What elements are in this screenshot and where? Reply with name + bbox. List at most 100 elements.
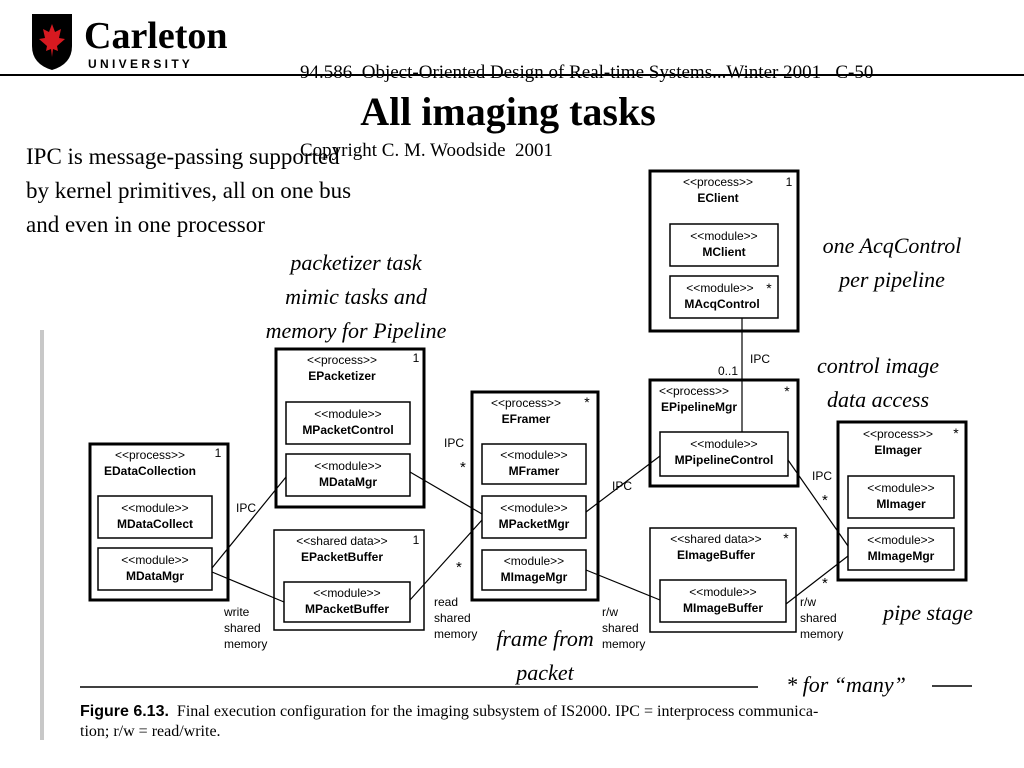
epacketbuffer-mult: 1 bbox=[413, 533, 420, 547]
frame-annotation: frame from packet bbox=[470, 622, 620, 690]
mpacketmgr-box bbox=[481, 495, 587, 539]
eframer-name: EFramer bbox=[502, 412, 551, 426]
mdatacollect-stereo: <<module>> bbox=[121, 501, 188, 515]
mimager-box bbox=[847, 475, 955, 519]
course-line: 94.586 Object-Oriented Design of Real-ti… bbox=[300, 62, 874, 83]
mdatamgr2-name: MDataMgr bbox=[319, 475, 377, 489]
mdatamgr1-name: MDataMgr bbox=[126, 569, 184, 583]
copyright-line: Copyright C. M. Woodside 2001 bbox=[300, 140, 554, 161]
rw-memory-label-1: memory bbox=[602, 637, 645, 651]
rw-label-2: r/w bbox=[800, 595, 816, 609]
mimagemgr1-name: MImageMgr bbox=[501, 570, 568, 584]
mdatacollect-box bbox=[97, 495, 213, 539]
epipelinemgr-name: EPipelineMgr bbox=[661, 400, 737, 414]
mdatacollect-name: MDataCollect bbox=[117, 517, 193, 531]
intro-line-3: and even in one processor bbox=[26, 212, 265, 237]
eimager-stereo: <<process>> bbox=[863, 427, 933, 441]
epacketbuffer-box bbox=[273, 529, 425, 631]
control-annotation-line-2: data access bbox=[826, 387, 930, 412]
slide-title: All imaging tasks bbox=[360, 89, 656, 134]
link-mdatamgr-mdatamgr bbox=[211, 476, 287, 569]
mpacketcontrol-stereo: <<module>> bbox=[314, 407, 381, 421]
edatacollection-box bbox=[88, 442, 230, 602]
eimager-box bbox=[836, 420, 968, 582]
mimager-stereo: <<module>> bbox=[867, 481, 934, 495]
mimagemgr2-stereo: <<module>> bbox=[867, 533, 934, 547]
acqcontrol-annotation-line-2: per pipeline bbox=[839, 267, 945, 292]
mimagebuffer-stereo: <<module>> bbox=[689, 585, 756, 599]
eclient-stereo: <<process>> bbox=[683, 175, 753, 189]
control-annotation-line-1: control image bbox=[817, 353, 939, 378]
mpacketmgr-name: MPacketMgr bbox=[499, 517, 570, 531]
macqcontrol-box bbox=[669, 275, 779, 319]
mdatamgr1-stereo: <<module>> bbox=[121, 553, 188, 567]
packetizer-annotation-line-2: mimic tasks and bbox=[285, 284, 427, 309]
figure-caption-line-1: Figure 6.13. Final execution configurati… bbox=[80, 702, 980, 722]
figure-caption: Figure 6.13. Final execution configurati… bbox=[80, 702, 980, 742]
eframer-mult: * bbox=[584, 394, 590, 410]
link-mpacketbuffer-mpacketmgr bbox=[409, 519, 483, 601]
epacketbuffer-stereo: <<shared data>> bbox=[296, 534, 387, 548]
eimagebuffer-box bbox=[649, 527, 797, 633]
mframer-stereo: <<module>> bbox=[500, 448, 567, 462]
mimagebuffer-name: MImageBuffer bbox=[683, 601, 763, 615]
mframer-box bbox=[481, 443, 587, 485]
eimagebuffer-mult: * bbox=[783, 530, 789, 546]
rw-shared-label-2: shared bbox=[800, 611, 837, 625]
edatacollection-mult: 1 bbox=[215, 446, 222, 460]
mimagemgr2-name: MImageMgr bbox=[868, 549, 935, 563]
mimagemgr-box-2 bbox=[847, 527, 955, 571]
mclient-box bbox=[669, 223, 779, 267]
link-mpacketmgr-mpipelinecontrol bbox=[585, 455, 661, 513]
mpacketbuffer-stereo: <<module>> bbox=[313, 586, 380, 600]
slide-header: 94.586 Object-Oriented Design of Real-ti… bbox=[300, 8, 873, 190]
mdatamgr-box-1 bbox=[97, 547, 213, 591]
eclient-name: EClient bbox=[697, 191, 738, 205]
eimager-name: EImager bbox=[874, 443, 922, 457]
edatacollection-name: EDataCollection bbox=[104, 464, 196, 478]
read-memory-label: memory bbox=[434, 627, 477, 641]
mimager-name: MImager bbox=[876, 497, 926, 511]
eclient-mult: 1 bbox=[786, 175, 793, 189]
figure-caption-line-2: tion; r/w = read/write. bbox=[80, 723, 221, 740]
star-label-2: * bbox=[456, 559, 462, 576]
pipe-stage-annotation: pipe stage bbox=[883, 600, 973, 625]
rw-label-1: r/w bbox=[602, 605, 618, 619]
epacketizer-stereo: <<process>> bbox=[307, 353, 377, 367]
mpacketcontrol-box bbox=[285, 401, 411, 445]
write-shared-label: shared bbox=[224, 621, 261, 635]
epipelinemgr-mult: * bbox=[784, 383, 790, 399]
zero-one-label: 0..1 bbox=[718, 364, 738, 378]
mpipelinecontrol-name: MPipelineControl bbox=[675, 453, 774, 467]
eimager-mult: * bbox=[953, 425, 959, 441]
eframer-box bbox=[470, 390, 600, 602]
acqcontrol-annotation: one AcqControl per pipeline bbox=[800, 229, 984, 297]
maple-leaf-icon bbox=[39, 24, 65, 57]
epacketizer-box bbox=[274, 347, 426, 509]
header-divider bbox=[0, 74, 1024, 76]
mdatamgr-box-2 bbox=[285, 453, 411, 497]
intro-line-2: by kernel primitives, all on one bus bbox=[26, 178, 352, 203]
mpipelinecontrol-box bbox=[659, 431, 789, 477]
ipc-label-1: IPC bbox=[236, 501, 256, 515]
intro-line-1: IPC is message-passing supported bbox=[26, 144, 340, 169]
eframer-stereo: <<process>> bbox=[491, 396, 561, 410]
connectors bbox=[211, 318, 849, 605]
read-shared-label: shared bbox=[434, 611, 471, 625]
packetizer-annotation-line-1: packetizer task bbox=[290, 250, 422, 275]
scan-edge bbox=[40, 330, 44, 740]
packetizer-annotation-line-3: memory for Pipeline bbox=[265, 318, 447, 343]
acqcontrol-annotation-line-1: one AcqControl bbox=[822, 233, 962, 258]
mimagebuffer-box bbox=[659, 579, 787, 623]
ipc-label-5: IPC bbox=[812, 469, 832, 483]
carleton-logo: Carleton U N I V E R S I T Y bbox=[32, 14, 228, 71]
ipc-label-3: IPC bbox=[612, 479, 632, 493]
control-annotation: control image data access bbox=[792, 349, 964, 417]
epacketizer-name: EPacketizer bbox=[308, 369, 376, 383]
star-label-3: * bbox=[822, 492, 828, 509]
link-mpipelinecontrol-mimagemgr bbox=[787, 459, 849, 547]
link-mdatamgr2-mpacketmgr bbox=[409, 471, 483, 515]
frame-annotation-line-2: packet bbox=[516, 660, 574, 685]
rw-shared-label-1: shared bbox=[602, 621, 639, 635]
